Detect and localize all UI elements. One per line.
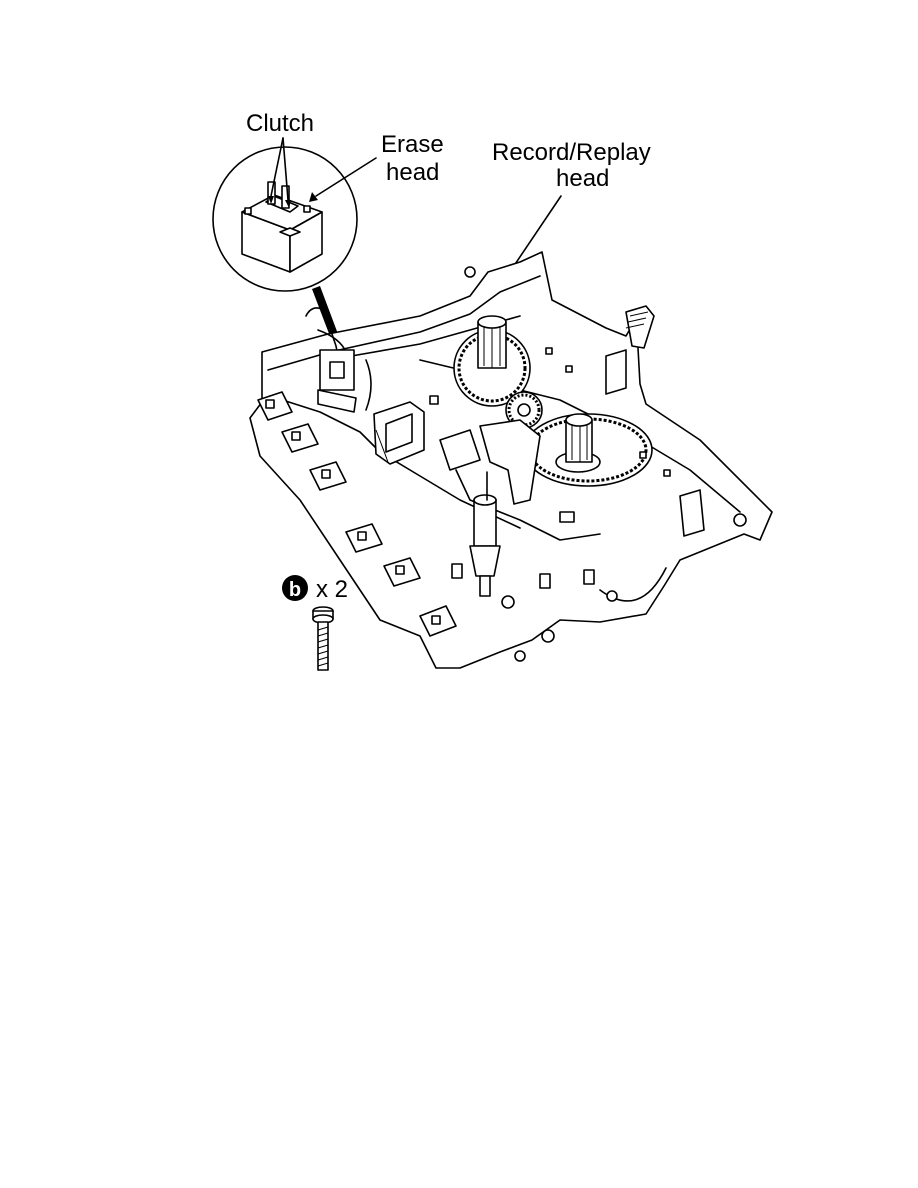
magnified-inset (213, 147, 357, 352)
label-erase-head-line2: head (386, 159, 439, 186)
badge-letter: b (289, 579, 301, 601)
label-record-replay-line2: head (556, 165, 609, 192)
label-screw-count: x 2 (316, 576, 348, 603)
right-reel-assembly (524, 414, 652, 486)
label-clutch: Clutch (246, 110, 314, 137)
label-erase-head-line1: Erase (381, 131, 444, 158)
label-record-replay-line1: Record/Replay (492, 139, 651, 166)
screw-icon (313, 607, 333, 670)
screw-callout: b x 2 (282, 575, 348, 670)
